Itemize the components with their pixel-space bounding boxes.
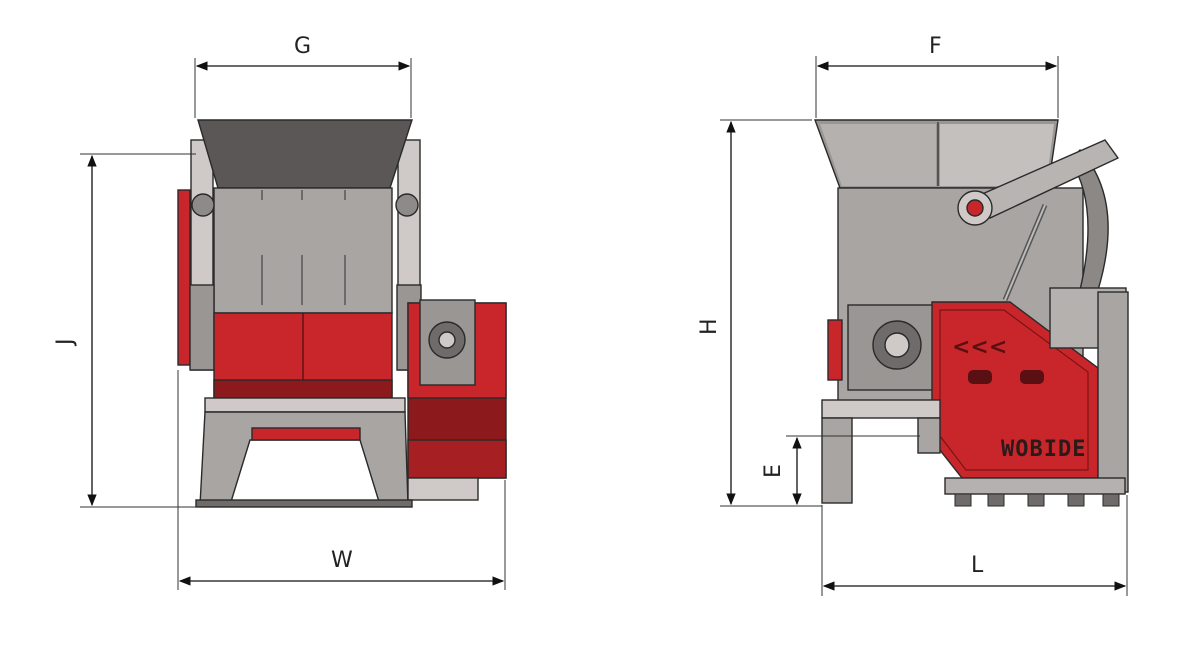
front-chamber [213,187,393,314]
front-view [177,119,507,508]
side-view: <<< WOBIDE [813,119,1129,507]
front-base-frame [199,411,409,506]
dim-label-j: J [53,339,78,348]
dim-label-e: E [761,464,786,478]
front-hopper [197,119,413,189]
dim-label-g: G [294,34,311,59]
brand-logo: WOBIDE [1001,437,1086,462]
dim-label-l: L [971,553,984,578]
dim-label-h: H [697,318,722,335]
dim-label-w: W [331,548,353,573]
dim-label-f: F [929,34,942,59]
dimension-lines: G J W F H E L [53,34,1128,596]
side-chevrons: <<< [952,335,1007,360]
